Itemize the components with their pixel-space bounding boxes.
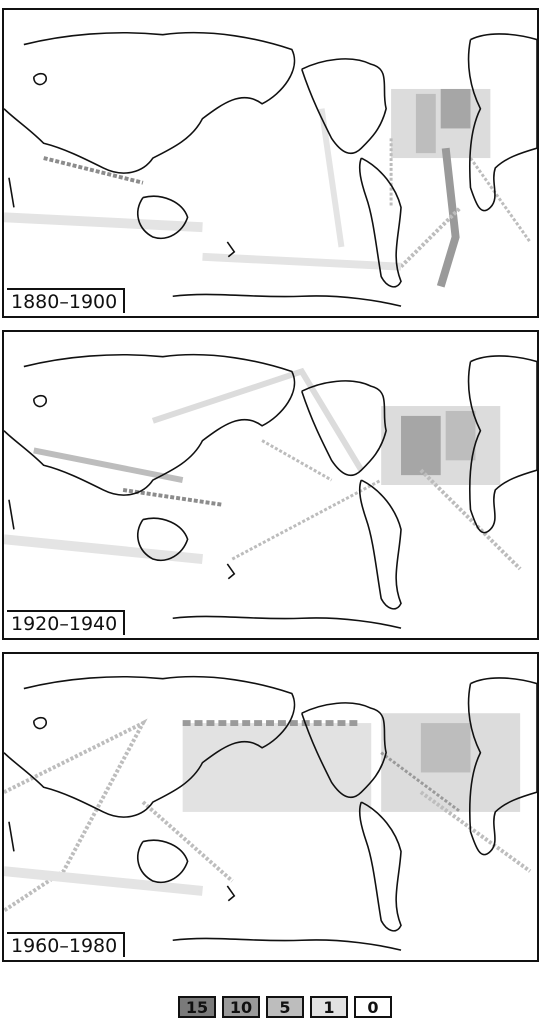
world-map-1920-1940	[4, 353, 537, 629]
world-map-1960-1980	[4, 675, 537, 951]
period-label: 1920–1940	[7, 610, 126, 635]
map-panel-1880-1900: 1880–1900	[2, 8, 539, 318]
coastlines	[4, 31, 537, 307]
legend-item-5: 5	[266, 996, 304, 1018]
coastlines	[4, 353, 537, 629]
shipping-density-overlay	[4, 713, 532, 913]
density-legend: 15 10 5 1 0	[0, 990, 541, 1026]
legend-scale: 15 10 5 1 0	[178, 996, 392, 1020]
legend-item-15: 15	[178, 996, 216, 1018]
legend-item-0: 0	[354, 996, 392, 1018]
coastlines	[4, 675, 537, 951]
map-panel-1960-1980: 1960–1980	[2, 652, 539, 962]
period-label: 1960–1980	[7, 932, 126, 957]
map-panel-1920-1940: 1920–1940	[2, 330, 539, 640]
period-label: 1880–1900	[7, 288, 126, 313]
world-map-1880-1900	[4, 31, 537, 307]
legend-item-1: 1	[310, 996, 348, 1018]
legend-item-10: 10	[222, 996, 260, 1018]
shipping-density-overlay	[4, 88, 532, 288]
shipping-density-overlay	[4, 367, 522, 571]
